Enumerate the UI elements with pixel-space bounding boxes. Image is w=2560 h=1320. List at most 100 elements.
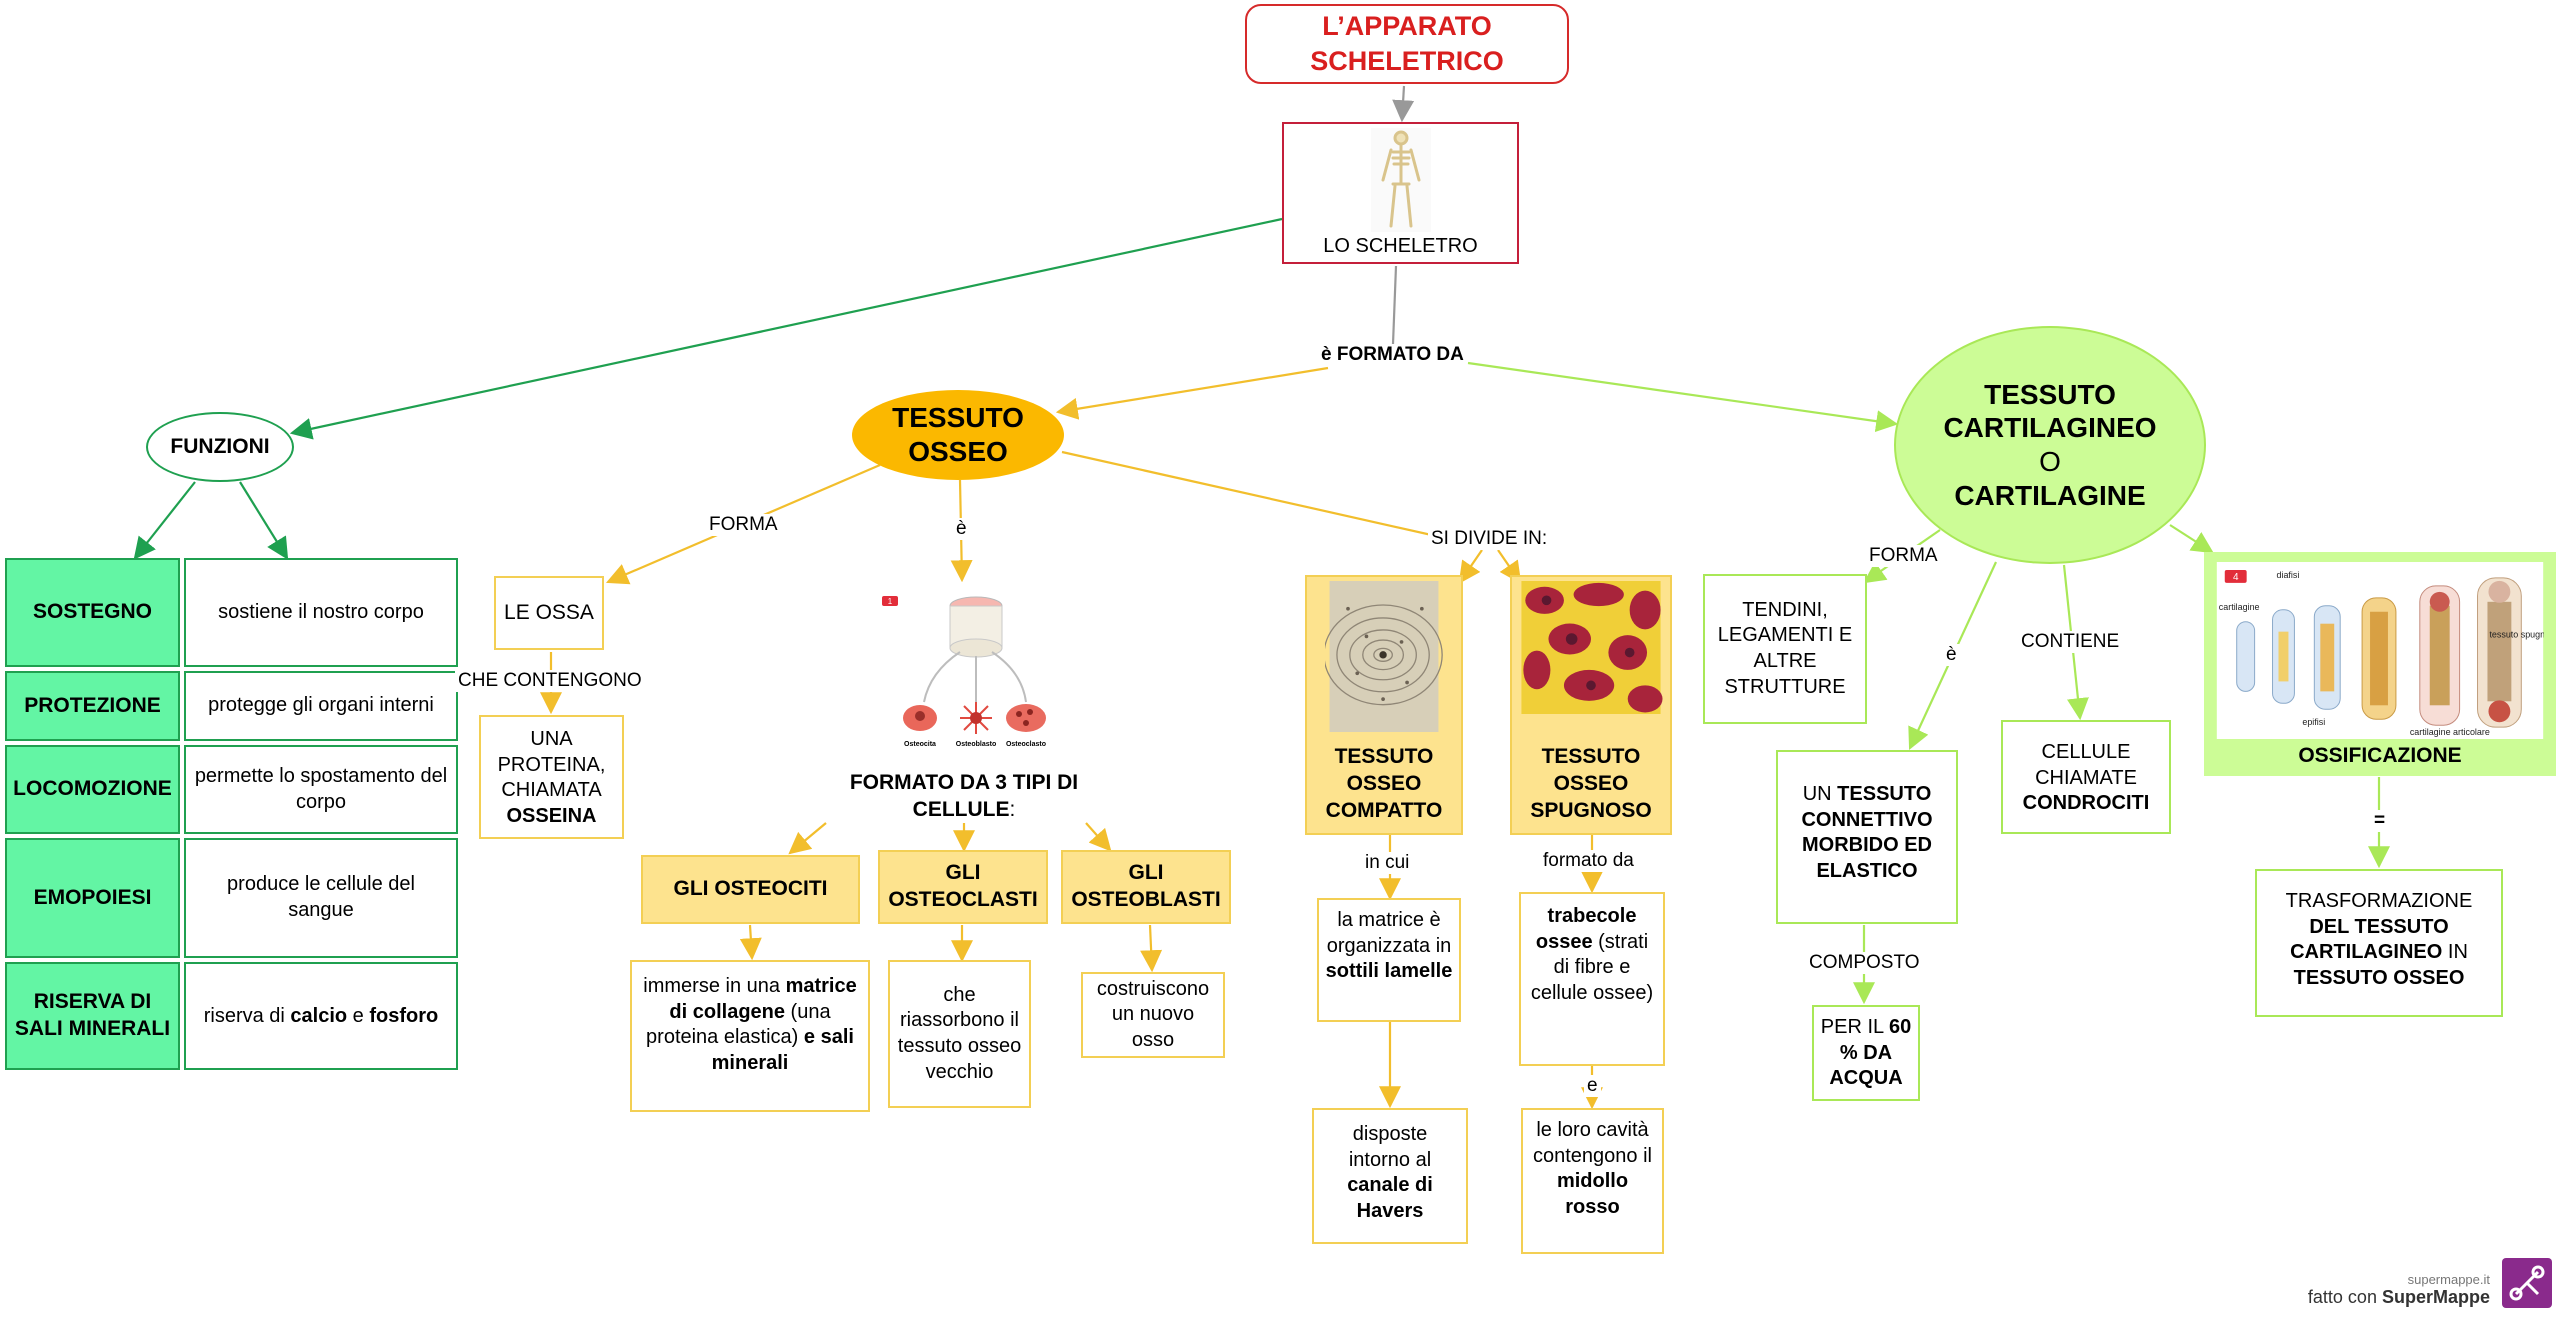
- midollo-desc-pre: le loro cavità contengono il: [1533, 1119, 1652, 1167]
- sostegno-desc[interactable]: sostiene il nostro corpo: [184, 558, 458, 667]
- funzioni-node[interactable]: FUNZIONI: [146, 412, 294, 482]
- havers-node[interactable]: disposte intorno al canale di Havers: [1312, 1108, 1468, 1244]
- havers-desc-pre: disposte intorno al: [1348, 1123, 1432, 1171]
- osteoblasti-label: GLI OSTEOBLASTI: [1071, 861, 1221, 911]
- funzioni-title: FUNZIONI: [170, 434, 270, 458]
- ossif-label-cartilagine: cartilagine: [2219, 602, 2260, 612]
- footer-credit[interactable]: supermappe.it fatto con SuperMappe: [2290, 1272, 2490, 1308]
- ossificazione-image: 4 diafisi cartilagine epifisi tessuto sp…: [2216, 562, 2544, 740]
- protezione-label: PROTEZIONE: [24, 693, 161, 717]
- trabecole-desc-b: trabecole ossee: [1535, 905, 1637, 953]
- scheletro-node[interactable]: LO SCHELETRO: [1282, 122, 1519, 264]
- locomozione-cell[interactable]: LOCOMOZIONE: [5, 745, 180, 834]
- sostegno-cell[interactable]: SOSTEGNO: [5, 558, 180, 667]
- midollo-node[interactable]: le loro cavità contengono il midollo ros…: [1521, 1108, 1664, 1254]
- footer-site: supermappe.it: [2407, 1272, 2490, 1287]
- havers-desc-b: canale di Havers: [1347, 1174, 1433, 1222]
- tendini-node[interactable]: TENDINI, LEGAMENTI E ALTRE STRUTTURE: [1703, 574, 1867, 724]
- ossif-label-epifisi: epifisi: [2302, 717, 2325, 727]
- matrice-desc-b: sottili lamelle: [1325, 960, 1453, 983]
- matrice-node[interactable]: la matrice è organizzata in sottili lame…: [1317, 898, 1461, 1022]
- protezione-desc-text: protegge gli organi interni: [208, 694, 434, 717]
- riserva-desc-pre: riserva di: [203, 1005, 291, 1027]
- condrociti-pre: CELLULE CHIAMATE: [2035, 741, 2137, 789]
- osteociti-desc-b2: e sali minerali: [711, 1026, 854, 1074]
- trabecole-node[interactable]: trabecole ossee (strati di fibre e cellu…: [1519, 892, 1665, 1066]
- compatto-label: TESSUTO OSSEO COMPATTO: [1325, 745, 1443, 823]
- supermappe-logo-icon: [2502, 1258, 2552, 1308]
- osteoclasti-desc-text: che riassorbono il tessuto osseo vecchio: [897, 983, 1022, 1083]
- formato-tipi-text: FORMATO DA 3 TIPI DI CELLULE: [849, 771, 1079, 821]
- skeleton-image: [1370, 128, 1431, 233]
- fig-number-text: 1: [888, 597, 893, 606]
- link-e-cartilagine: è: [1943, 644, 1960, 666]
- proteina-text: UNA PROTEINA, CHIAMATA: [497, 728, 606, 802]
- cartilagine-l3: O: [2039, 446, 2061, 477]
- emopoiesi-cell[interactable]: EMOPOIESI: [5, 838, 180, 958]
- spugnoso-image: [1521, 581, 1663, 715]
- tendini-text: TENDINI, LEGAMENTI E ALTRE STRUTTURE: [1717, 598, 1853, 698]
- tessuto-osseo-l2: OSSEO: [908, 436, 1008, 467]
- osteoblasti-desc-text: costruiscono un nuovo osso: [1096, 977, 1210, 1051]
- compatto-node[interactable]: TESSUTO OSSEO COMPATTO: [1305, 575, 1463, 835]
- protezione-cell[interactable]: PROTEZIONE: [5, 671, 180, 741]
- link-e-osseo: è: [953, 518, 970, 540]
- formato-tipi-colon: :: [1009, 798, 1016, 821]
- matrice-desc-pre: la matrice è organizzata in: [1326, 909, 1452, 957]
- osteoclasti-desc[interactable]: che riassorbono il tessuto osseo vecchio: [888, 960, 1031, 1108]
- tessuto-osseo-l1: TESSUTO: [892, 402, 1024, 434]
- riserva-desc-calcio: calcio: [290, 1005, 348, 1027]
- link-uguale: =: [2371, 810, 2389, 832]
- osteociti-desc[interactable]: immerse in una matrice di collagene (una…: [630, 960, 870, 1112]
- ossif-label-cart-articolare: cartilagine articolare: [2410, 727, 2490, 737]
- riserva-desc-fosforo: fosforo: [369, 1005, 439, 1027]
- proteina-node[interactable]: UNA PROTEINA, CHIAMATA OSSEINA: [479, 715, 624, 839]
- osteociti-node[interactable]: GLI OSTEOCITI: [641, 855, 860, 924]
- tessuto-osseo-node[interactable]: TESSUTO OSSEO: [852, 390, 1064, 480]
- emopoiesi-desc-text: produce le cellule del sangue: [227, 873, 415, 921]
- sostegno-label: SOSTEGNO: [32, 600, 153, 624]
- compatto-image: [1325, 581, 1443, 733]
- trasformazione-node[interactable]: TRASFORMAZIONE DEL TESSUTO CARTILAGINEO …: [2255, 869, 2503, 1017]
- footer-made-pre: fatto con: [2307, 1287, 2382, 1307]
- cartilagine-l1: TESSUTO: [1984, 378, 2116, 410]
- link-che-contengono: CHE CONTENGONO: [455, 670, 645, 692]
- trasf-mid: IN: [2442, 941, 2468, 964]
- trasf-b1: DEL TESSUTO CARTILAGINEO: [2290, 915, 2449, 964]
- ossif-fig-number: 4: [2233, 572, 2239, 583]
- le-ossa-label: LE OSSA: [504, 600, 594, 624]
- connettivo-node[interactable]: UN TESSUTO CONNETTIVO MORBIDO ED ELASTIC…: [1776, 750, 1958, 924]
- osteoclasti-label: GLI OSTEOCLASTI: [888, 861, 1038, 911]
- locomozione-desc-text: permette lo spostamento del corpo: [194, 764, 448, 813]
- osteoclasti-node[interactable]: GLI OSTEOCLASTI: [878, 850, 1048, 924]
- connettivo-pre: UN: [1802, 783, 1838, 805]
- condrociti-node[interactable]: CELLULE CHIAMATE CONDROCITI: [2001, 720, 2171, 834]
- condrociti-bold: CONDROCITI: [2022, 792, 2150, 815]
- riserva-cell[interactable]: RISERVA DI SALI MINERALI: [5, 962, 180, 1070]
- spugnoso-node[interactable]: TESSUTO OSSEO SPUGNOSO: [1510, 575, 1672, 835]
- acqua-node[interactable]: PER IL 60 % DA ACQUA: [1812, 1005, 1920, 1101]
- riserva-label: RISERVA DI SALI MINERALI: [14, 990, 171, 1040]
- title-box[interactable]: L’APPARATO SCHELETRICO: [1245, 4, 1569, 84]
- cartilagine-l4: CARTILAGINE: [1954, 479, 2146, 511]
- ossif-label-diafisi: diafisi: [2277, 570, 2300, 580]
- osteoblasti-desc[interactable]: costruiscono un nuovo osso: [1081, 972, 1225, 1058]
- link-formato-da: è FORMATO DA: [1318, 344, 1467, 366]
- ossificazione-node[interactable]: 4 diafisi cartilagine epifisi tessuto sp…: [2204, 552, 2556, 776]
- fig-label-osteoclasto: Osteoclasto: [1006, 741, 1046, 748]
- emopoiesi-desc[interactable]: produce le cellule del sangue: [184, 838, 458, 958]
- riserva-desc[interactable]: riserva di calcio e fosforo: [184, 962, 458, 1070]
- cartilagine-node[interactable]: TESSUTO CARTILAGINEO O CARTILAGINE: [1894, 326, 2206, 564]
- sostegno-desc-text: sostiene il nostro corpo: [218, 600, 424, 623]
- ossificazione-label: OSSIFICAZIONE: [2298, 744, 2462, 768]
- link-e-midollo: e: [1584, 1075, 1601, 1097]
- osteoblasti-node[interactable]: GLI OSTEOBLASTI: [1061, 850, 1231, 924]
- link-forma-cartilagine: FORMA: [1866, 545, 1941, 567]
- title-line1: L’APPARATO: [1322, 11, 1492, 42]
- locomozione-desc[interactable]: permette lo spostamento del corpo: [184, 745, 458, 834]
- protezione-desc[interactable]: protegge gli organi interni: [184, 671, 458, 741]
- ossif-label-tessuto-spugnoso: tessuto spugnoso: [2489, 630, 2544, 640]
- le-ossa-node[interactable]: LE OSSA: [494, 576, 604, 650]
- title-line2: SCHELETRICO: [1310, 46, 1504, 76]
- locomozione-label: LOCOMOZIONE: [13, 777, 172, 801]
